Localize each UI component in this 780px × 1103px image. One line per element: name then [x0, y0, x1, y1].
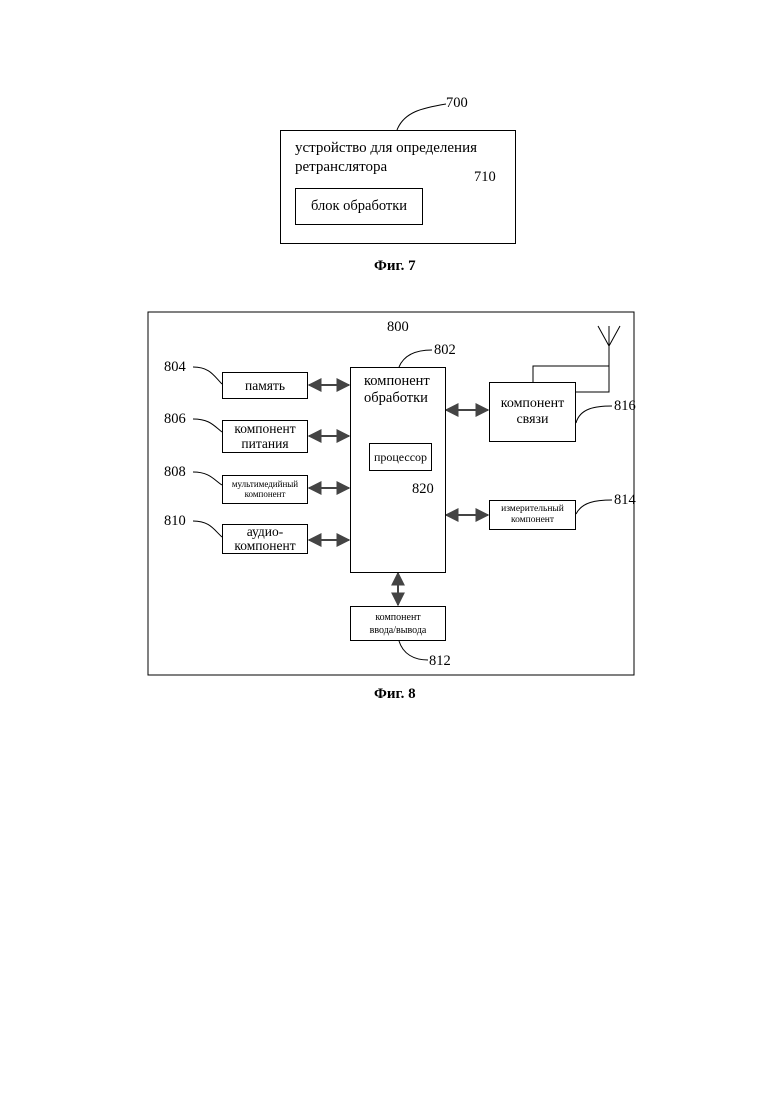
fig7-caption: Фиг. 7 — [374, 259, 416, 274]
comm-box: компонент связи — [489, 382, 576, 442]
comm-line2: связи — [516, 412, 548, 428]
device-title-line2: ретранслятора — [295, 160, 387, 175]
leader-816 — [576, 406, 612, 423]
processing-line2: обработки — [364, 391, 428, 406]
audio-box: аудио- компонент — [222, 524, 308, 554]
leader-700 — [397, 104, 446, 130]
processor-box: процессор — [369, 443, 432, 471]
leader-810 — [193, 521, 222, 537]
ref-802: 802 — [434, 343, 456, 358]
ref-810: 810 — [164, 514, 186, 529]
multimedia-line2: компонент — [245, 490, 286, 500]
fig8-caption: Фиг. 8 — [374, 687, 416, 702]
leader-806 — [193, 419, 222, 432]
device-box: устройство для определения ретранслятора… — [280, 130, 516, 244]
comm-line1: компонент — [501, 396, 565, 412]
processing-unit-box: блок обработки — [295, 188, 423, 225]
leader-804 — [193, 367, 222, 384]
io-box: компонент ввода/вывода — [350, 606, 446, 641]
sensor-box: измерительный компонент — [489, 500, 576, 530]
leader-802 — [399, 350, 432, 367]
power-box: компонент питания — [222, 420, 308, 453]
sensor-line1: измерительный — [501, 504, 564, 515]
ref-812: 812 — [429, 654, 451, 669]
ref-820: 820 — [412, 482, 434, 497]
audio-line2: компонент — [234, 539, 295, 553]
ref-800: 800 — [387, 320, 409, 335]
power-line2: питания — [241, 437, 288, 451]
power-line1: компонент — [234, 422, 295, 436]
memory-box: память — [222, 372, 308, 399]
processing-component-box: компонент обработки процессор — [350, 367, 446, 573]
ref-814: 814 — [614, 493, 636, 508]
memory-label: память — [245, 378, 285, 394]
device-title-line1: устройство для определения — [295, 141, 477, 156]
leader-812 — [399, 641, 428, 660]
ref-700: 700 — [446, 96, 468, 111]
audio-line1: аудио- — [247, 525, 284, 539]
processing-line1: компонент — [364, 374, 430, 389]
ref-710: 710 — [474, 170, 496, 185]
multimedia-box: мультимедийный компонент — [222, 475, 308, 504]
ref-816: 816 — [614, 399, 636, 414]
io-line2: ввода/вывода — [370, 624, 427, 637]
ref-806: 806 — [164, 412, 186, 427]
ref-808: 808 — [164, 465, 186, 480]
processing-unit-label: блок обработки — [311, 198, 407, 215]
leader-808 — [193, 472, 222, 485]
processor-label: процессор — [374, 450, 427, 465]
sensor-line2: компонент — [511, 515, 554, 526]
io-line1: компонент — [375, 611, 420, 624]
ref-804: 804 — [164, 360, 186, 375]
leader-814 — [576, 500, 612, 514]
